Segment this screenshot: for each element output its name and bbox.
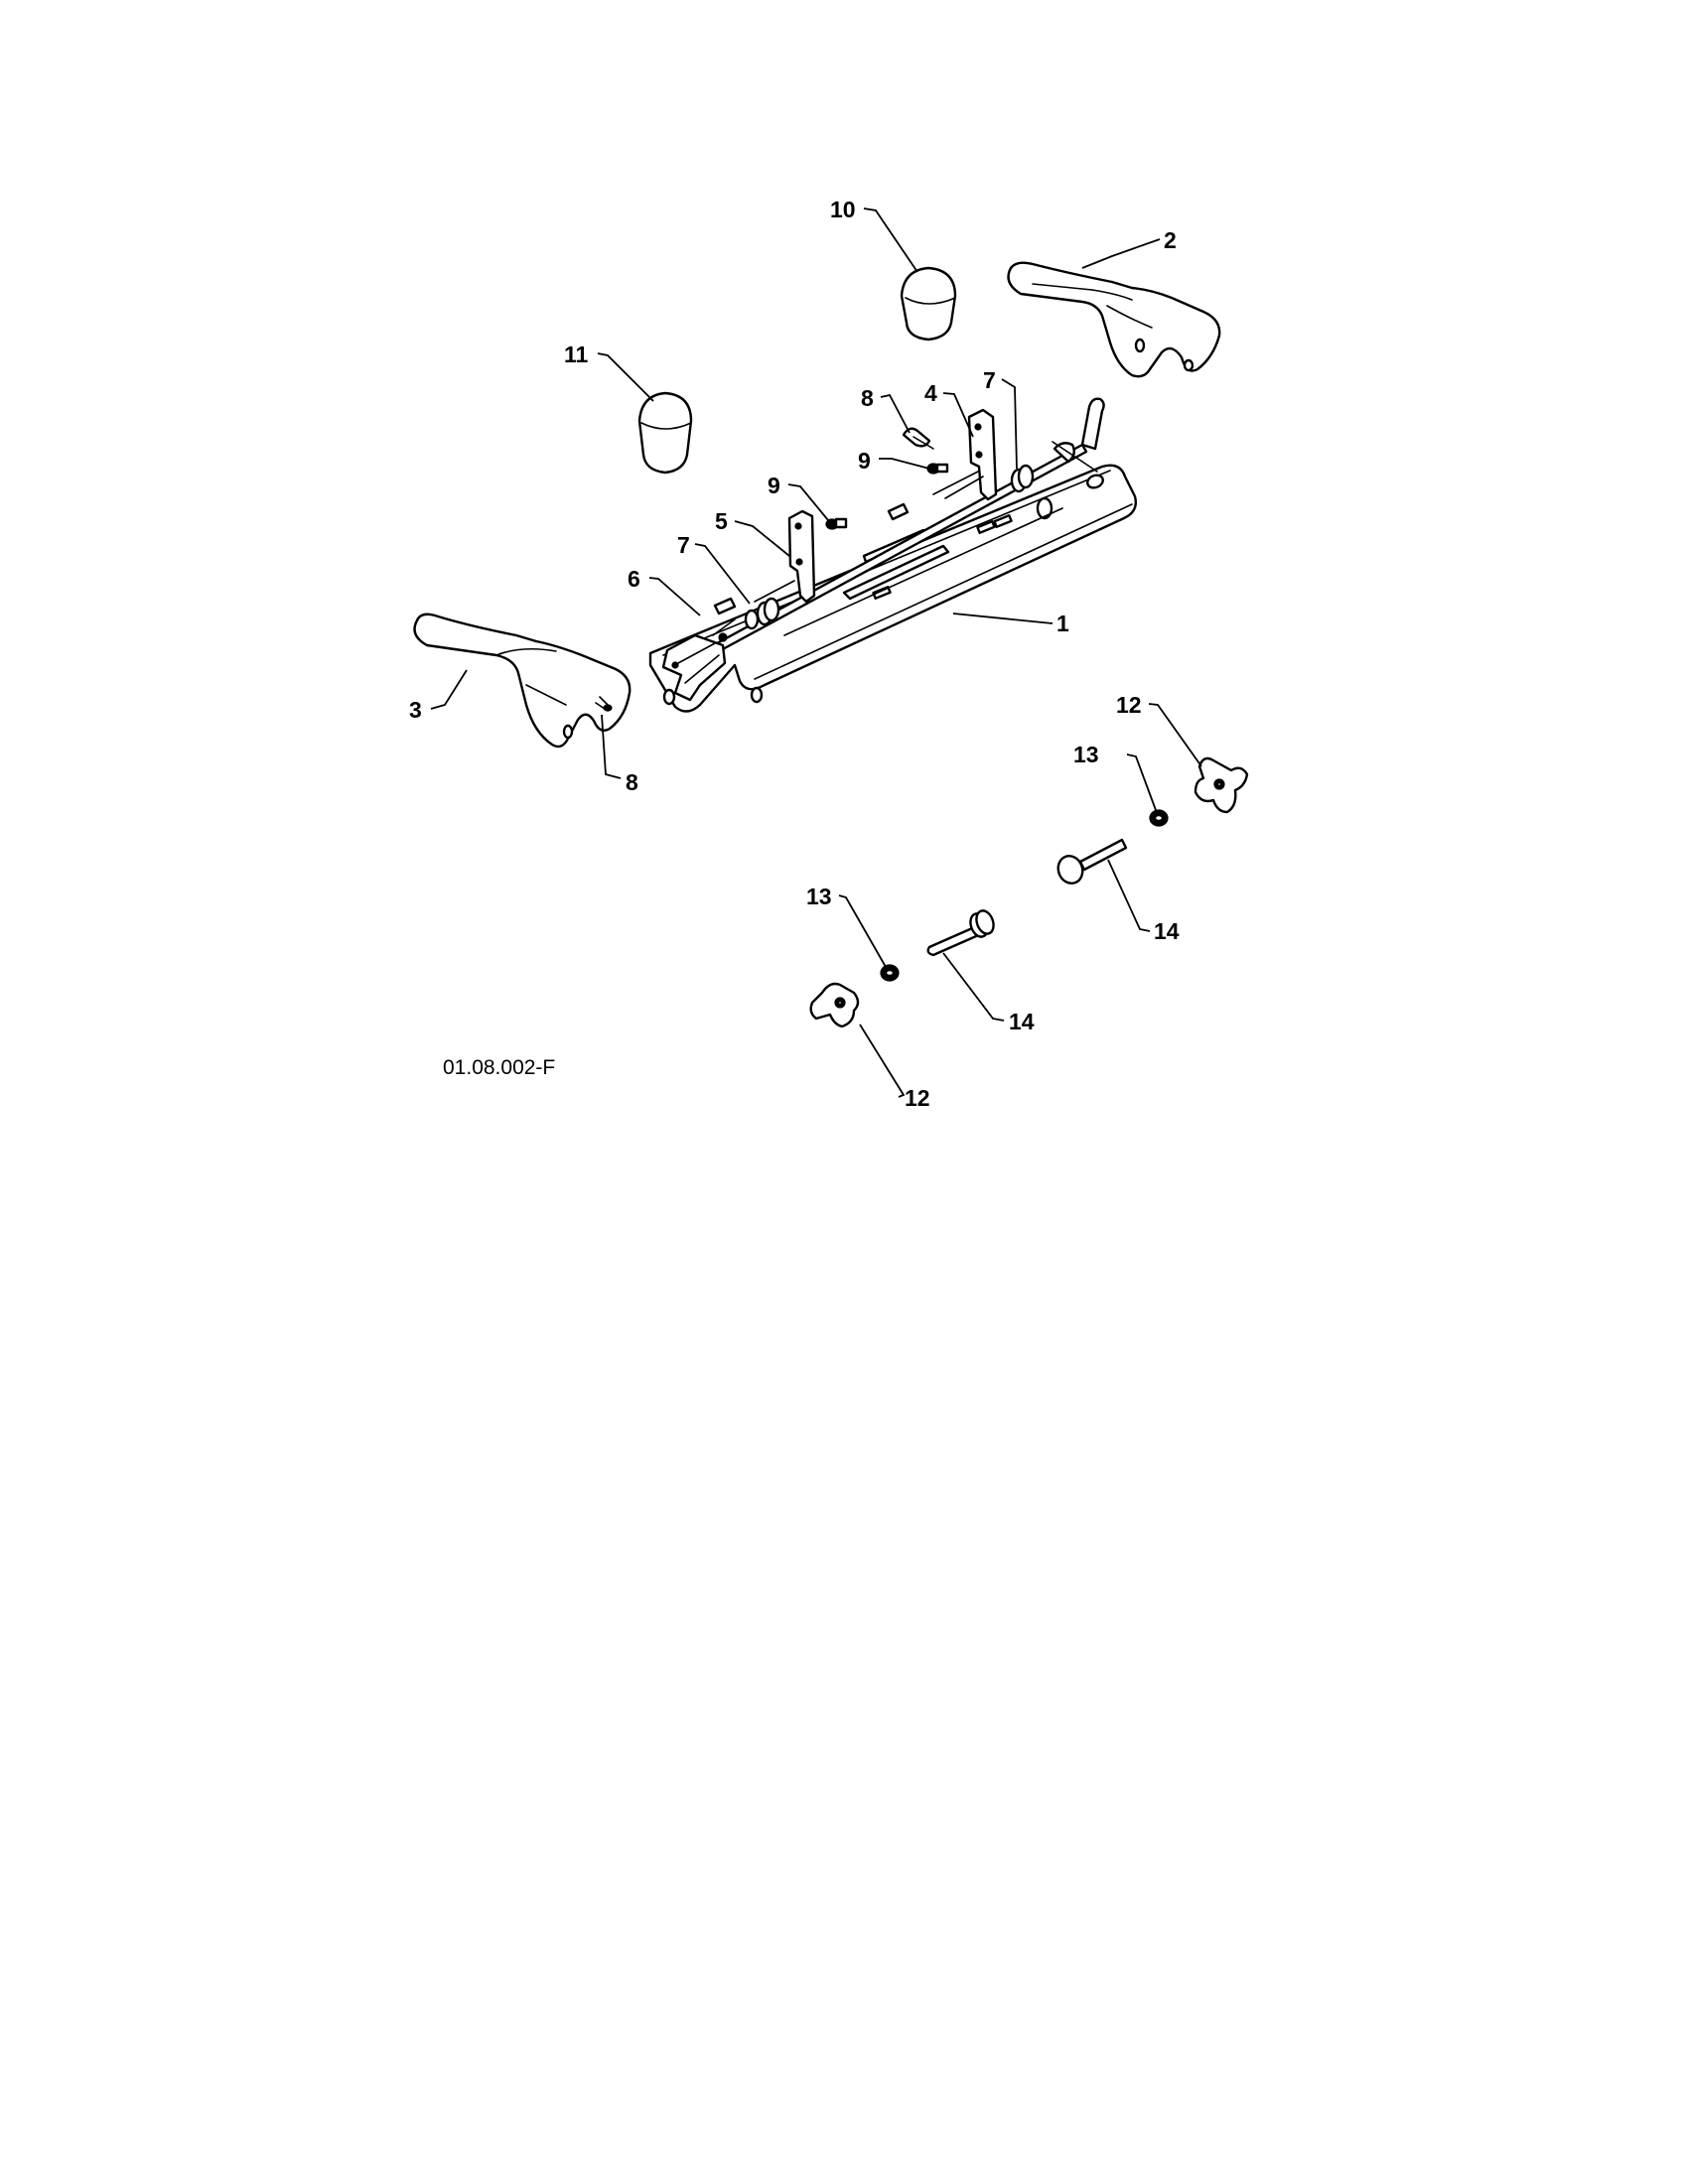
part-1-console-bracket	[648, 464, 1138, 713]
drawing-code: 01.08.002-F	[443, 1056, 556, 1079]
callout-14-lower: 14	[1009, 1009, 1035, 1034]
part-14-bolt-right	[1056, 838, 1128, 885]
callout-7-right: 7	[983, 367, 996, 393]
callout-14-right: 14	[1154, 918, 1180, 944]
callout-8-upper: 8	[861, 385, 874, 411]
callout-1: 1	[1056, 611, 1069, 636]
callout-labels: 1 2 3 4 5 6 7 7 8 8 9 9 10 11 12 12 13 1…	[409, 197, 1180, 1111]
callout-11: 11	[564, 341, 589, 367]
part-9-pin-lower	[825, 517, 848, 530]
callout-12-right: 12	[1116, 692, 1142, 718]
callout-5: 5	[715, 508, 728, 534]
callout-7-left: 7	[677, 532, 690, 558]
callout-4: 4	[924, 380, 937, 406]
part-10-knob	[900, 266, 957, 341]
callout-9-lower: 9	[768, 473, 780, 498]
callout-3: 3	[409, 697, 422, 723]
callout-13-right: 13	[1073, 742, 1099, 767]
callout-6: 6	[628, 566, 640, 592]
part-12-star-knob-right	[1193, 756, 1249, 814]
callout-13-lower: 13	[806, 884, 832, 909]
part-2-right-lever	[1007, 261, 1221, 378]
callout-9-upper: 9	[858, 448, 871, 474]
part-7-spacer-right	[1010, 464, 1035, 493]
leader-lines	[430, 207, 1202, 1098]
part-3-left-lever	[413, 613, 632, 749]
part-7-spacer-left	[744, 597, 780, 630]
part-5-shift-plate	[713, 509, 816, 615]
part-12-star-knob-lower	[809, 982, 860, 1028]
callout-8-lower: 8	[626, 769, 638, 795]
part-6-lock-bracket	[661, 618, 736, 702]
part-9-pin-upper	[926, 463, 949, 475]
callout-10: 10	[830, 197, 856, 222]
part-14-bolt-lower	[926, 909, 995, 957]
part-11-knob	[637, 391, 693, 475]
part-13-nut-lower	[880, 964, 900, 982]
callout-2: 2	[1164, 227, 1177, 253]
part-4-shift-plate	[887, 408, 998, 521]
callout-12-lower: 12	[905, 1085, 930, 1111]
part-13-nut-right	[1149, 809, 1169, 827]
